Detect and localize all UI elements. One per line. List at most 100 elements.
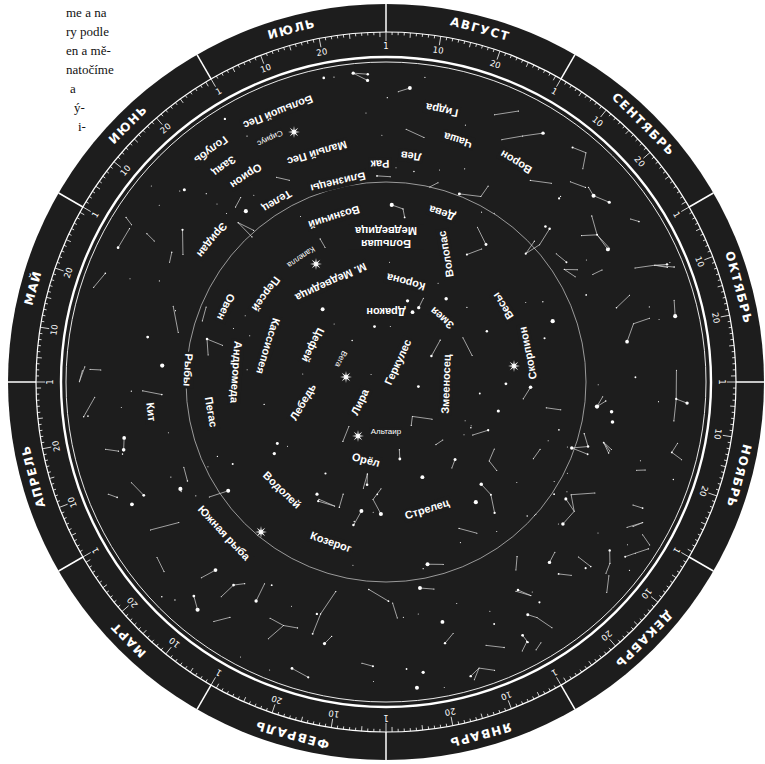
star-dot (537, 617, 538, 618)
constellation-line (339, 494, 343, 507)
page-text: a (70, 82, 76, 97)
constellation-line (635, 265, 655, 268)
day-tick (723, 297, 726, 299)
constellation-line (526, 245, 540, 254)
star-dot (526, 613, 529, 616)
day-number: 1 (716, 379, 726, 384)
star-dot (251, 236, 252, 237)
day-tick (416, 728, 417, 731)
star-dot (472, 355, 473, 356)
day-tick (301, 717, 302, 722)
day-tick (533, 696, 534, 699)
star-dot (130, 502, 134, 506)
day-tick (696, 229, 700, 231)
star-dot (571, 575, 572, 576)
day-tick (604, 652, 606, 654)
day-tick (277, 49, 279, 52)
month-name: МАЙ (23, 269, 46, 307)
day-tick (730, 339, 733, 340)
day-tick (71, 533, 75, 535)
constellation-line (526, 241, 535, 253)
star-dot (222, 345, 223, 346)
star-dot (373, 512, 374, 513)
star-dot (474, 500, 478, 504)
day-tick (361, 726, 362, 731)
star-dot (649, 544, 650, 545)
star-dot (477, 227, 478, 228)
star-dot (151, 186, 152, 187)
day-tick (733, 394, 736, 395)
constellation-line (157, 557, 164, 571)
day-tick (601, 110, 607, 117)
day-tick (343, 726, 344, 729)
day-tick (579, 92, 582, 96)
day-tick (39, 339, 42, 340)
day-tick (681, 553, 689, 558)
planisphere-base (8, 4, 764, 760)
star-dot (578, 556, 579, 557)
constellation-line (234, 584, 245, 585)
day-tick (652, 605, 654, 607)
star-dot (590, 566, 592, 568)
constellation-name: Орёл (349, 450, 384, 470)
star-dot (238, 222, 239, 223)
star-dot (496, 470, 497, 471)
day-tick (41, 321, 44, 323)
day-number: 20 (444, 705, 456, 717)
star-dot (273, 452, 276, 455)
day-tick (589, 661, 592, 665)
constellation-line (194, 596, 198, 610)
day-number: 1 (90, 545, 101, 555)
day-tick (44, 309, 47, 311)
star-dot (673, 420, 674, 421)
day-number: 10 (67, 495, 80, 509)
star-dot (489, 461, 490, 462)
constellation-name: Козерог (307, 528, 355, 555)
star-dot (530, 180, 531, 181)
star-dot (390, 326, 391, 327)
day-tick (272, 704, 275, 713)
day-number: 1 (549, 667, 559, 678)
constellation-line (479, 668, 495, 670)
month-divider (561, 685, 575, 709)
day-tick (733, 400, 736, 401)
star-name: Вега (333, 348, 350, 369)
star-dot (372, 665, 374, 667)
star-dot (548, 440, 549, 441)
day-number: 1 (383, 712, 388, 722)
day-tick (71, 229, 74, 230)
star-dot (253, 195, 254, 196)
page-text: me a na (66, 6, 106, 21)
constellation-line (481, 484, 491, 494)
constellation-line (207, 339, 222, 345)
constellation-line (406, 129, 424, 137)
day-tick (39, 333, 42, 334)
day-tick (516, 704, 517, 707)
day-tick (41, 442, 44, 444)
star-dot (173, 306, 174, 307)
star-dot (131, 390, 132, 391)
day-tick (83, 207, 91, 212)
star-dot (534, 241, 535, 242)
star-dot (366, 483, 369, 486)
day-tick (166, 647, 172, 654)
star-dot (232, 463, 234, 465)
star-dot (539, 244, 540, 245)
month-divider (561, 55, 575, 79)
star-dot (525, 253, 527, 255)
star-dot (196, 608, 200, 612)
star-dot (598, 384, 599, 385)
day-tick (180, 663, 182, 665)
day-tick (290, 46, 291, 51)
day-tick (729, 327, 732, 328)
day-tick (206, 679, 208, 682)
day-number: 20 (632, 155, 646, 170)
star-dot (487, 429, 489, 431)
day-tick (623, 636, 625, 638)
day-tick (732, 357, 735, 358)
day-tick (493, 712, 495, 715)
day-tick (533, 65, 534, 68)
day-tick (439, 36, 440, 45)
day-number: 20 (599, 628, 614, 642)
day-tick (361, 33, 362, 36)
